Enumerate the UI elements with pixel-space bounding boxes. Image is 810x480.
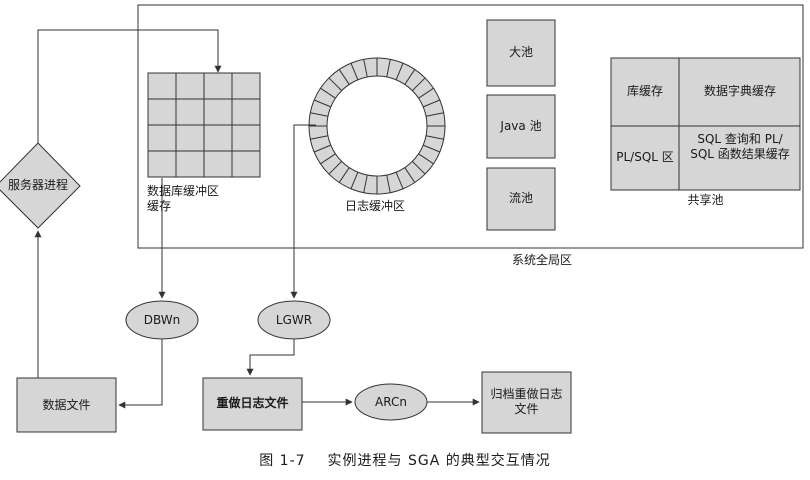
archive-file-box: [481, 371, 572, 434]
arrow-ring-to-lgwr: [290, 124, 316, 299]
large-pool-box: [486, 19, 556, 87]
ring-segment-divider: [412, 161, 426, 175]
arrow-server-to-buffer: [37, 29, 222, 143]
db-buffer-cell: [203, 98, 233, 126]
ring-segment-divider: [395, 172, 404, 190]
arrow-dbwn-to-datafile: [118, 339, 163, 409]
db-buffer-cell: [203, 72, 233, 100]
db-buffer-cell: [147, 150, 177, 178]
shared-pool-label: 共享池: [687, 193, 724, 207]
db-buffer-cell: [203, 150, 233, 178]
ring-inner: [326, 75, 428, 177]
data-file-box: [16, 377, 117, 433]
stream-pool-box: [486, 167, 556, 231]
ring-segment-divider: [338, 167, 350, 183]
arrow-lgwr-to-redofile: [246, 339, 295, 376]
ring-segment-divider: [350, 62, 359, 80]
ring-segment-divider: [425, 112, 444, 117]
db-buffer-cell: [175, 98, 205, 126]
library-cache-label: 库缓存: [626, 84, 663, 98]
ring-segment-divider: [386, 174, 391, 193]
redo-buffer-ring: [308, 57, 446, 195]
figure-caption-text: 实例进程与 SGA 的典型交互情况: [327, 453, 551, 469]
db-buffer-cell: [147, 98, 177, 126]
db-buffer-cell: [231, 150, 261, 178]
redo-buffer-label: 日志缓冲区: [344, 199, 405, 213]
java-pool-box: [486, 94, 556, 159]
figure-number: 图 1-7: [259, 453, 306, 469]
ring-segment-divider: [320, 87, 336, 99]
db-buffer-label: 数据库缓冲区 缓存: [147, 184, 220, 213]
ring-segment-divider: [328, 77, 342, 91]
ring-segment-divider: [404, 69, 416, 85]
ring-segment-divider: [423, 99, 441, 108]
stream-pool-label: 流池: [508, 191, 533, 205]
ring-segment-divider: [310, 112, 329, 117]
db-buffer-cell: [231, 72, 261, 100]
ring-segment-divider: [418, 153, 434, 165]
lgwr-label: LGWR: [275, 313, 313, 327]
redo-file-box: [202, 377, 303, 431]
archive-file-label: 归档重做日志文件: [490, 387, 563, 416]
dbwn-label: DBWn: [143, 313, 181, 327]
db-buffer-grid: [147, 72, 261, 178]
ring-segment-divider: [313, 144, 331, 153]
ring-segment-divider: [350, 172, 359, 190]
redo-file-label: 重做日志文件: [216, 396, 289, 410]
server-process-diamond: [0, 142, 81, 229]
result-cache-label: SQL 查询和 PL/ SQL 函数结果缓存: [690, 132, 790, 161]
ring-segment-divider: [310, 135, 329, 140]
ring-segment-divider: [423, 144, 441, 153]
dictionary-cache-label: 数据字典缓存: [703, 84, 776, 98]
figure-caption: 图 1-7 实例进程与 SGA 的典型交互情况: [0, 450, 810, 470]
db-buffer-cell: [231, 124, 261, 152]
ring-segment-divider: [328, 161, 342, 175]
ring-segment-divider: [320, 153, 336, 165]
db-buffer-cell: [175, 124, 205, 152]
large-pool-label: 大池: [508, 45, 533, 59]
plsql-area-label: PL/SQL 区: [616, 150, 674, 164]
ring-segment-divider: [363, 174, 368, 193]
ring-segment-divider: [395, 62, 404, 80]
ring-segment-divider: [425, 135, 444, 140]
java-pool-label: Java 池: [500, 119, 542, 133]
db-buffer-cell: [147, 72, 177, 100]
data-file-label: 数据文件: [42, 398, 91, 412]
shared-pool-box: [610, 57, 801, 191]
ring-segment-divider: [418, 87, 434, 99]
db-buffer-cell: [175, 150, 205, 178]
sga-label: 系统全局区: [511, 253, 572, 267]
db-buffer-cell: [147, 124, 177, 152]
ring-segment-divider: [338, 69, 350, 85]
ring-segment-divider: [404, 167, 416, 183]
ring-segment-divider: [313, 99, 331, 108]
server-process-label: 服务器进程: [7, 178, 68, 192]
ring-segment-divider: [412, 77, 426, 91]
ring-segment-divider: [363, 59, 368, 78]
ring-segment-divider: [386, 59, 391, 78]
arcn-label: ARCn: [375, 395, 407, 409]
db-buffer-cell: [231, 98, 261, 126]
db-buffer-cell: [175, 72, 205, 100]
db-buffer-cell: [203, 124, 233, 152]
